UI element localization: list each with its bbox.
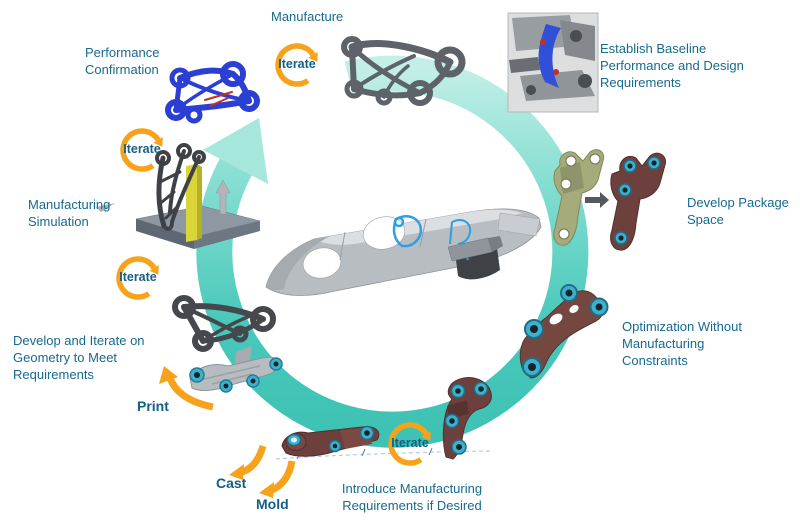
optimized-part-3d: [519, 284, 609, 379]
iterate-loop-icon: [388, 422, 431, 466]
transform-right-arrow-icon: [585, 192, 609, 208]
iterate-badge-requirements: Iterate: [384, 417, 436, 469]
label-develop-iterate-geometry: Develop and Iterate on Geometry to Meet …: [13, 333, 145, 382]
bushing-icons: [189, 357, 283, 393]
label-print: Print: [137, 398, 169, 414]
mold-arrow-icon: [259, 460, 296, 498]
label-mold: Mold: [256, 496, 289, 512]
iterate-badge-geometry: Iterate: [112, 251, 164, 303]
iterate-label: Iterate: [278, 57, 316, 71]
iterate-label: Iterate: [123, 142, 161, 156]
iterate-label: Iterate: [119, 270, 157, 284]
iterate-label: Iterate: [391, 436, 429, 450]
baseline-assembly-photo: [507, 12, 599, 113]
cast-arrow-icon: [229, 444, 267, 480]
print-arrow-icon: [159, 366, 214, 411]
iterate-badge-simulation: Iterate: [116, 123, 168, 175]
iterate-badge-manufacture: Iterate: [271, 38, 323, 90]
cycle-arrow-icon: [196, 55, 589, 448]
iterate-loop-icon: [275, 43, 318, 87]
manufacturing-simulation-3d: [96, 143, 261, 249]
iterate-loop-icon: [120, 128, 163, 172]
performance-fea-part-3d: [165, 61, 260, 124]
label-develop-package-space: Develop Package Space: [687, 195, 789, 227]
label-manufacturing-simulation: Manufacturing Simulation: [28, 197, 111, 229]
iterate-loop-icon: [116, 256, 159, 300]
cast-part-3d: [281, 425, 380, 457]
label-manufacture: Manufacture: [271, 9, 344, 24]
small-plane-icon: [96, 203, 115, 212]
label-establish-baseline: Establish Baseline Performance and Desig…: [600, 41, 744, 90]
center-chassis-3d: [265, 208, 542, 296]
geometry-part-3d: [172, 295, 276, 352]
manufacture-part-3d: [341, 36, 466, 106]
label-introduce-manufacturing-requirements: Introduce Manufacturing Requirements if …: [341, 481, 483, 513]
label-performance-confirmation: Performance Confirmation: [85, 45, 160, 77]
label-cast: Cast: [216, 475, 247, 491]
package-space-parts-3d: [553, 149, 667, 251]
printed-part-3d: [189, 346, 283, 393]
label-optimization-without-constraints: Optimization Without Manufacturing Const…: [622, 319, 742, 368]
molded-part-3d: [442, 377, 492, 460]
